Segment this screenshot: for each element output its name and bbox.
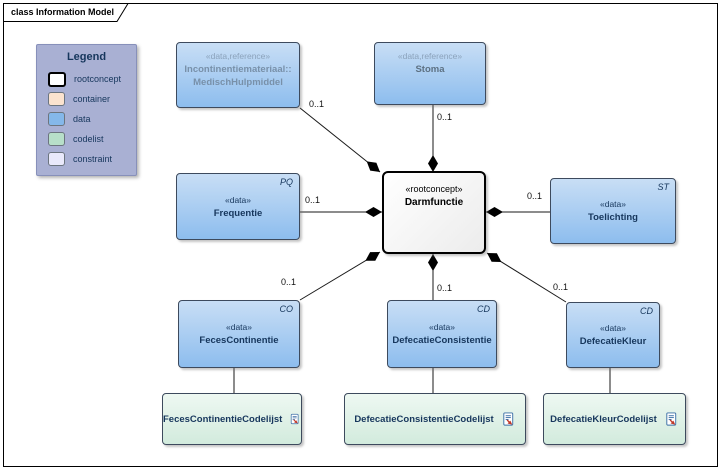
container-swatch bbox=[48, 92, 65, 106]
stereotype-label: «data» bbox=[600, 199, 626, 209]
datatype-label: CD bbox=[477, 304, 490, 314]
node-stoma[interactable]: «data,reference» Stoma bbox=[374, 42, 486, 105]
composition-diamond-icon bbox=[428, 254, 438, 271]
legend-item-container: container bbox=[37, 89, 136, 109]
node-name: DefecatieConsistentieCodelijst bbox=[354, 413, 494, 425]
legend-title: Legend bbox=[66, 51, 107, 63]
legend-item-constraint: constraint bbox=[37, 149, 136, 169]
node-name: FecesContinentieCodelijst bbox=[163, 413, 283, 425]
node-defecatiekleurcodelijst[interactable]: DefecatieKleurCodelijst bbox=[543, 393, 686, 445]
stereotype-label: «data» bbox=[226, 322, 252, 332]
node-frequentie[interactable]: PQ «data» Frequentie bbox=[176, 173, 300, 240]
legend-item-label: container bbox=[73, 94, 111, 104]
diagram-title: class Information Model bbox=[11, 7, 115, 17]
codelist-swatch bbox=[48, 132, 65, 146]
composition-diamond-icon bbox=[365, 252, 380, 261]
node-name: FecesContinentie bbox=[199, 335, 279, 346]
node-name: DefecatieConsistentie bbox=[392, 335, 492, 346]
node-medischhulpmiddel[interactable]: «data,reference» Incontinentiemateriaal:… bbox=[176, 42, 300, 108]
node-defecatiekleur[interactable]: CD «data» DefecatieKleur bbox=[566, 302, 660, 368]
composition-diamond-icon bbox=[365, 207, 382, 217]
composition-diamond-icon bbox=[486, 207, 503, 217]
external-document-icon bbox=[503, 412, 513, 426]
stereotype-label: «data,reference» bbox=[205, 51, 271, 61]
stereotype-label: «rootconcept» bbox=[405, 184, 463, 194]
constraint-swatch bbox=[48, 152, 65, 166]
node-name: DefecatieKleur bbox=[579, 336, 647, 347]
node-name: Frequentie bbox=[213, 207, 263, 219]
node-name: Toelichting bbox=[588, 212, 638, 223]
connector-medischhulpmiddel-darmfunctie bbox=[299, 107, 381, 173]
node-name: MedischHulpmiddel bbox=[193, 77, 283, 88]
legend-item-codelist: codelist bbox=[37, 129, 136, 149]
rootconcept-swatch bbox=[48, 71, 66, 87]
external-document-icon bbox=[291, 413, 299, 425]
multiplicity-label-medisch: 0..1 bbox=[309, 99, 325, 109]
stereotype-label: «data» bbox=[429, 322, 455, 332]
multiplicity-label-stoma: 0..1 bbox=[437, 112, 453, 122]
legend-item-label: rootconcept bbox=[74, 74, 122, 84]
connector-fecescontinentie-darmfunctie bbox=[299, 251, 381, 301]
node-name: Darmfunctie bbox=[404, 197, 464, 208]
node-darmfunctie[interactable]: «rootconcept» Darmfunctie bbox=[382, 171, 486, 254]
connector-defecatiekleur-darmfunctie bbox=[486, 252, 567, 303]
datatype-label: PQ bbox=[279, 177, 293, 187]
stereotype-label: «data» bbox=[225, 194, 251, 205]
legend-item-label: data bbox=[73, 114, 91, 124]
datatype-label: CD bbox=[640, 306, 653, 316]
multiplicity-label-consistentie: 0..1 bbox=[437, 283, 453, 293]
multiplicity-label-feces: 0..1 bbox=[281, 277, 297, 287]
stereotype-label: «data» bbox=[600, 323, 626, 333]
node-fecescontinentie[interactable]: CO «data» FecesContinentie bbox=[178, 300, 300, 368]
composition-diamond-icon bbox=[366, 161, 380, 172]
node-toelichting[interactable]: ST «data» Toelichting bbox=[550, 178, 676, 244]
stereotype-label: «data,reference» bbox=[397, 51, 463, 61]
legend-item-data: data bbox=[37, 109, 136, 129]
legend-item-rootconcept: rootconcept bbox=[37, 69, 136, 89]
node-name: DefecatieKleurCodelijst bbox=[550, 413, 657, 425]
node-defecatieconsistentie[interactable]: CD «data» DefecatieConsistentie bbox=[387, 300, 497, 368]
multiplicity-label-toelichting: 0..1 bbox=[527, 191, 543, 201]
multiplicity-label-kleur: 0..1 bbox=[553, 282, 569, 292]
multiplicity-label-frequentie: 0..1 bbox=[305, 195, 321, 205]
legend-panel: Legend rootconcept container data codeli… bbox=[36, 44, 137, 176]
datatype-label: CO bbox=[279, 304, 294, 314]
legend-item-label: constraint bbox=[73, 154, 113, 164]
data-swatch bbox=[48, 112, 65, 126]
node-fecescontinentiecodelijst[interactable]: FecesContinentieCodelijst bbox=[162, 393, 302, 445]
node-defecatieconsistentiecodelijst[interactable]: DefecatieConsistentieCodelijst bbox=[344, 393, 526, 445]
datatype-label: ST bbox=[657, 182, 669, 192]
node-name: Incontinentiemateriaal:: bbox=[184, 64, 292, 75]
external-document-icon bbox=[666, 412, 677, 426]
node-name: Stoma bbox=[415, 64, 445, 75]
composition-diamond-icon bbox=[487, 253, 502, 262]
legend-item-label: codelist bbox=[73, 134, 104, 144]
composition-diamond-icon bbox=[428, 155, 438, 172]
